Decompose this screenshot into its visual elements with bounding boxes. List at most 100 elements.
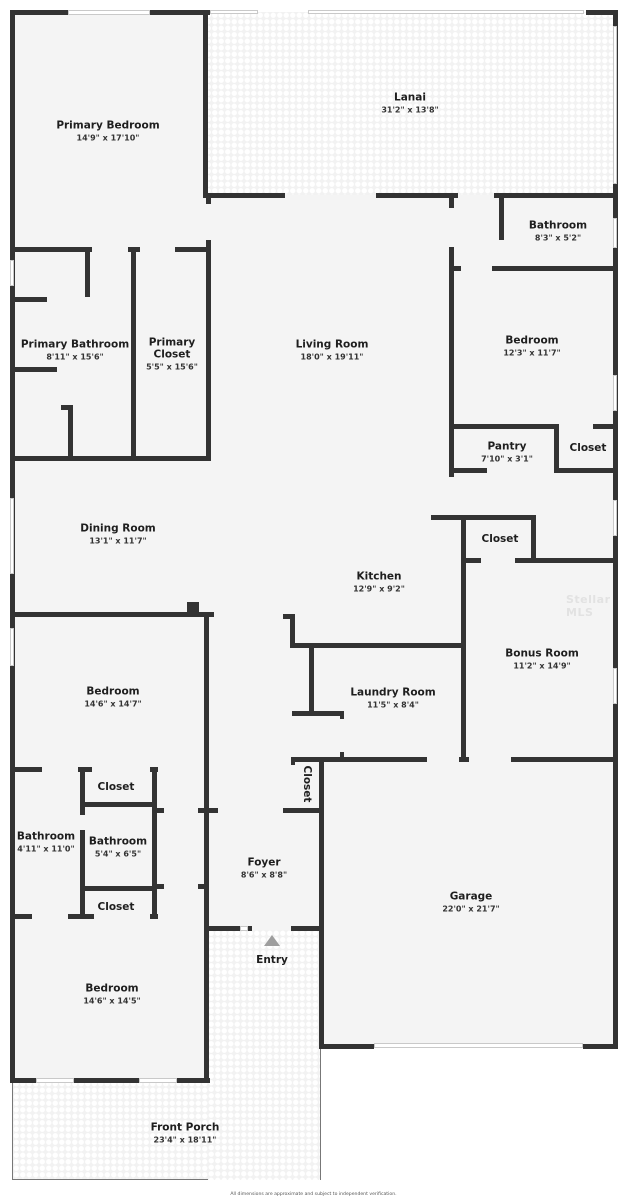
wall: [68, 914, 94, 919]
window: [36, 1078, 74, 1083]
garage-door: [374, 1043, 583, 1048]
wall: [82, 886, 155, 891]
wall: [292, 711, 342, 716]
wall: [10, 767, 42, 772]
wall: [10, 1078, 210, 1083]
room-label-closet-w1: Closet: [98, 781, 135, 793]
lanai-floor: [205, 12, 615, 195]
entry-arrow-icon: [264, 935, 280, 946]
wall: [187, 602, 199, 612]
entry-floor: [208, 930, 320, 1180]
wall: [494, 193, 618, 198]
wall: [152, 767, 157, 918]
room-dimensions: 5'5" x 15'6": [146, 362, 198, 372]
window: [68, 10, 150, 15]
garage-floor: [321, 760, 615, 1046]
window: [10, 260, 14, 286]
wall: [376, 193, 458, 198]
room-name: Garage: [449, 890, 493, 903]
wall: [340, 711, 344, 719]
wall: [291, 757, 295, 765]
room-label-closet-foyer: Closet: [301, 766, 313, 803]
room-dimensions: 23'4" x 18'11": [153, 1135, 217, 1145]
watermark: Stellar MLS: [566, 593, 611, 619]
room-dimensions: 8'3" x 5'2": [534, 233, 582, 243]
window: [613, 375, 617, 411]
window: [613, 500, 617, 536]
wall: [10, 10, 68, 15]
room-name: Pantry: [487, 440, 527, 453]
wall: [449, 247, 454, 477]
wall: [80, 830, 85, 918]
wall: [461, 558, 481, 563]
room-name: Primary Bedroom: [56, 119, 160, 132]
wall: [80, 767, 85, 815]
room-name: Front Porch: [150, 1121, 220, 1134]
room-dimensions: 12'3" x 11'7": [503, 348, 561, 358]
room-name: Laundry Room: [350, 686, 436, 699]
room-name: Bedroom: [85, 982, 139, 995]
room-dimensions: 22'0" x 21'7": [442, 904, 500, 914]
room-dimensions: 14'6" x 14'5": [83, 996, 141, 1006]
wall: [319, 1044, 374, 1049]
room-name: Bathroom: [528, 219, 588, 232]
wall: [204, 612, 209, 1082]
interior-floor-main: [12, 12, 207, 1082]
wall: [586, 10, 617, 15]
wall: [10, 456, 211, 461]
room-label-closet-ne: Closet: [570, 442, 607, 454]
window: [613, 668, 617, 704]
wall: [12, 367, 57, 372]
room-dimensions: 11'5" x 8'4": [367, 700, 419, 710]
wall: [68, 405, 73, 458]
wall: [206, 196, 211, 204]
window: [613, 218, 617, 248]
room-name: Entry: [256, 953, 288, 966]
wall: [449, 196, 454, 208]
wall: [85, 247, 90, 297]
room-dimensions: 4'11" x 11'0": [17, 844, 75, 854]
wall: [152, 884, 164, 889]
wall: [248, 926, 252, 931]
wall: [198, 808, 218, 813]
room-name: Lanai: [394, 91, 426, 104]
wall: [340, 752, 344, 760]
wall: [12, 297, 47, 302]
wall: [203, 193, 285, 198]
wall: [290, 643, 464, 648]
wall: [152, 808, 164, 813]
room-name: Kitchen: [356, 570, 402, 583]
wall: [291, 926, 323, 931]
disclaimer-text: All dimensions are approximate and subje…: [230, 1192, 397, 1197]
wall: [82, 802, 155, 807]
room-name: Bathroom: [16, 830, 76, 843]
wall: [492, 266, 618, 271]
window: [613, 26, 617, 184]
wall: [461, 515, 466, 758]
room-name-line2: Closet: [153, 348, 191, 361]
wall: [593, 424, 618, 429]
wall: [431, 515, 536, 520]
room-dimensions: 8'11" x 15'6": [46, 352, 104, 362]
room-dimensions: 11'2" x 14'9": [513, 661, 571, 671]
wall: [319, 757, 324, 1047]
wall: [10, 914, 32, 919]
room-label-closet-w2: Closet: [98, 901, 135, 913]
wall: [175, 247, 211, 252]
room-name: Closet: [481, 532, 519, 545]
room-label-closet-e: Closet: [482, 533, 519, 545]
wall: [206, 247, 211, 460]
room-name: Bedroom: [505, 334, 559, 347]
